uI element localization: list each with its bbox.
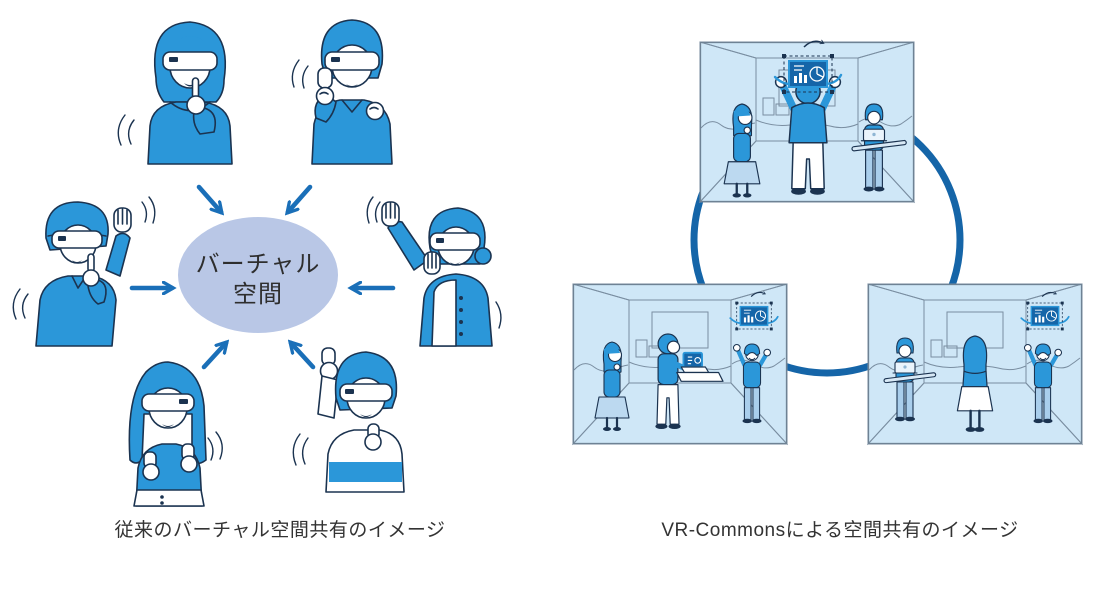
- arrow-top-left-icon: [196, 184, 221, 212]
- right-caption: VR-Commonsによる空間共有のイメージ: [661, 520, 1019, 541]
- room-bottom-left: [572, 283, 788, 445]
- left-caption: 従来のバーチャル空間共有のイメージ: [114, 520, 446, 541]
- vr-user-man-cap-wave: [12, 196, 156, 347]
- traditional-diagram: バーチャル 空間: [12, 19, 502, 507]
- vr-user-man-stripe: [292, 347, 405, 493]
- inward-arrows: [129, 184, 396, 370]
- arrow-bottom-right-icon: [291, 343, 316, 370]
- virtual-space-ellipse: バーチャル 空間: [178, 217, 338, 333]
- room-top: [699, 41, 915, 203]
- illustration-svg: バーチャル 空間: [12, 19, 1083, 507]
- vr-commons-diagram: [572, 41, 1083, 445]
- virtual-space-label-line1: バーチャル: [196, 251, 321, 278]
- vr-user-man-controller: [291, 19, 393, 165]
- room-bottom-right: [867, 283, 1083, 445]
- arrow-top-right-icon: [288, 184, 313, 212]
- vr-user-woman-longhair: [128, 361, 223, 507]
- vr-user-woman-scarf-wave: [366, 196, 502, 347]
- virtual-space-label-line2: 空間: [233, 281, 283, 308]
- vr-user-woman-bob: [117, 21, 233, 165]
- arrow-bottom-left-icon: [201, 343, 226, 370]
